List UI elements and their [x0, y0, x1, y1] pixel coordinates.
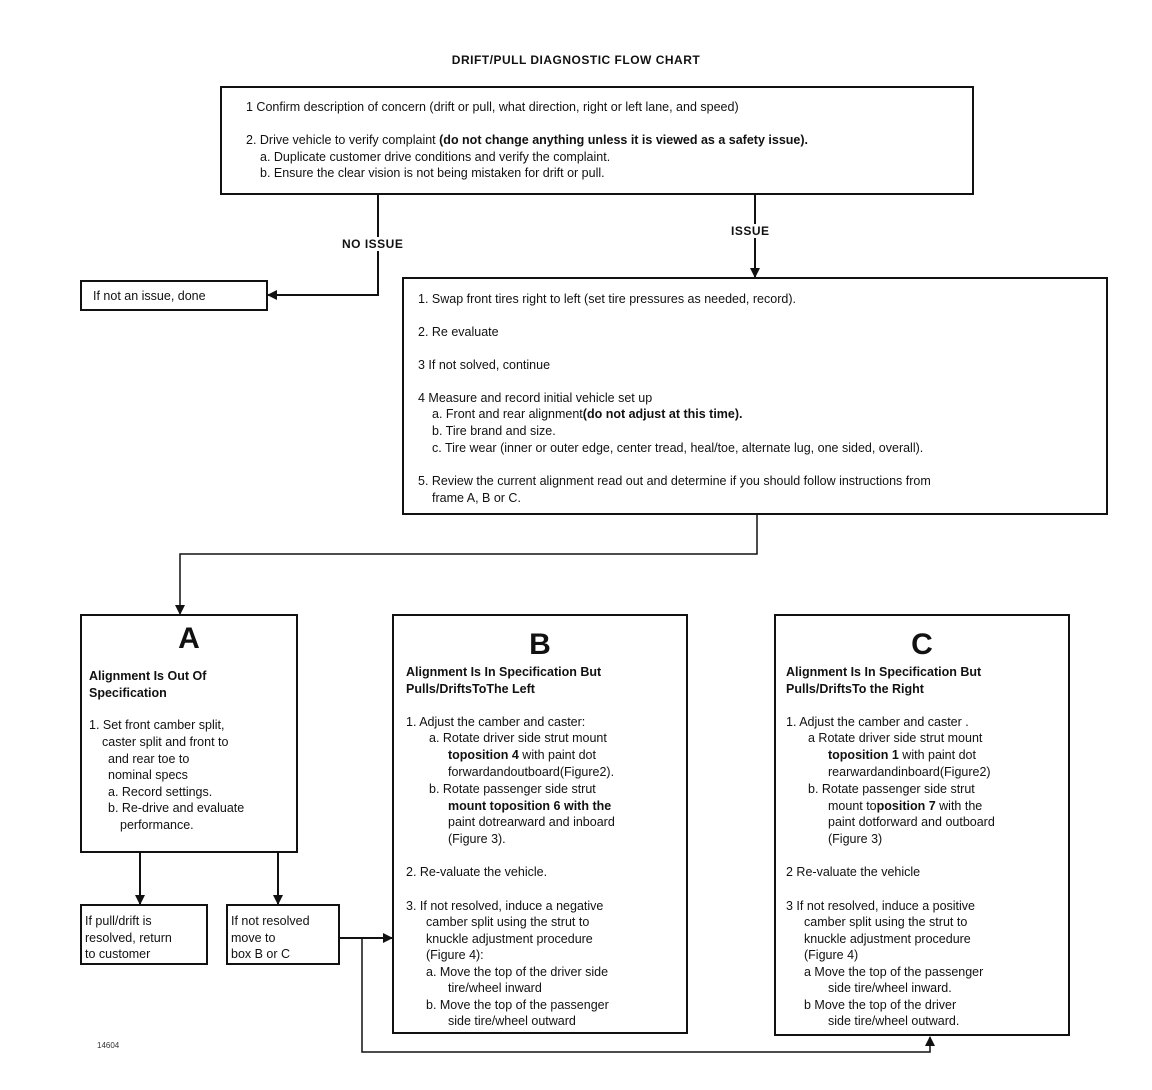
notresolved-to-c-connector — [361, 938, 935, 1053]
frame-c-heading-1: Alignment Is In Specification But — [786, 665, 982, 679]
step-2a-text: a. Duplicate customer drive conditions a… — [260, 150, 611, 164]
frame-c-letter: C — [911, 628, 933, 661]
frame-c-line-16: b Move the top of the driver — [804, 998, 957, 1012]
frame-c-line-9: 2 Re-valuate the vehicle — [786, 865, 921, 879]
frame-b-line-13: (Figure 4): — [426, 948, 484, 962]
issue-step-4a: a. Front and rear alignment(do not adjus… — [432, 407, 743, 421]
frame-c-line-1: 1. Adjust the camber and caster . — [786, 715, 969, 729]
frame-a-heading-2: Specification — [89, 686, 167, 700]
not-resolved-line-2: move to — [231, 931, 276, 945]
issue-steps-box: 1. Swap front tires right to left (set t… — [402, 277, 1108, 515]
not-resolved-box: If not resolved move to box B or C — [226, 904, 340, 965]
frame-a-line-5: a. Record settings. — [108, 785, 213, 799]
frame-b-line-16: b. Move the top of the passenger — [426, 998, 609, 1012]
frame-b-line-7: paint dotrearward and inboard — [448, 815, 615, 829]
frame-b-box: B Alignment Is In Specification But Pull… — [392, 614, 688, 1034]
figure-number: 14604 — [97, 1041, 120, 1050]
frame-b-line-9: 2. Re-valuate the vehicle. — [406, 865, 548, 879]
frame-c-line-8: (Figure 3) — [828, 832, 883, 846]
frame-c-line-15: side tire/wheel inward. — [828, 981, 952, 995]
issue-label: ISSUE — [729, 224, 772, 238]
resolved-line-3: to customer — [85, 947, 151, 961]
frame-b-line-8: (Figure 3). — [448, 832, 506, 846]
frame-c-line-10: 3 If not resolved, induce a positive — [786, 899, 976, 913]
frame-b-heading-2: Pulls/DriftsToThe Left — [406, 682, 535, 696]
frame-b-line-2: a. Rotate driver side strut mount — [429, 731, 607, 745]
frame-c-line-17: side tire/wheel outward. — [828, 1014, 960, 1028]
not-resolved-line-1: If not resolved — [231, 914, 310, 928]
no-issue-label: NO ISSUE — [340, 237, 406, 251]
frame-a-line-2: caster split and front to — [102, 735, 229, 749]
frame-c-box: C Alignment Is In Specification But Pull… — [774, 614, 1070, 1036]
frame-b-heading-1: Alignment Is In Specification But — [406, 665, 602, 679]
issue-step-5: 5. Review the current alignment read out… — [418, 474, 931, 488]
frame-b-line-11: camber split using the strut to — [426, 915, 590, 929]
frame-c-line-3: toposition 1 with paint dot — [828, 748, 976, 762]
frame-c-line-12: knuckle adjustment procedure — [804, 932, 971, 946]
issue-step-4b: b. Tire brand and size. — [432, 424, 556, 438]
issue-step-5-cont: frame A, B or C. — [432, 491, 521, 505]
issue-to-a-connector — [175, 514, 758, 615]
done-box: If not an issue, done — [80, 280, 268, 311]
issue-step-2: 2. Re evaluate — [418, 325, 499, 339]
confirm-concern-box: 1 Confirm description of concern (drift … — [220, 86, 974, 195]
frame-a-line-6: b. Re-drive and evaluate — [108, 801, 245, 815]
frame-a-heading-1: Alignment Is Out Of — [89, 669, 207, 683]
frame-b-line-3: toposition 4 with paint dot — [448, 748, 596, 762]
frame-c-line-13: (Figure 4) — [804, 948, 859, 962]
step-2-text: 2. Drive vehicle to verify complaint (do… — [246, 133, 808, 147]
resolved-line-2: resolved, return — [85, 931, 172, 945]
frame-c-line-6: mount toposition 7 with the — [828, 799, 983, 813]
frame-a-letter: A — [178, 622, 200, 655]
frame-a-line-1: 1. Set front camber split, — [89, 718, 225, 732]
frame-b-line-4: forwardandoutboard(Figure2). — [448, 765, 615, 779]
frame-b-line-12: knuckle adjustment procedure — [426, 932, 593, 946]
issue-step-4: 4 Measure and record initial vehicle set… — [418, 391, 653, 405]
frame-c-line-14: a Move the top of the passenger — [804, 965, 984, 979]
frame-c-line-2: a Rotate driver side strut mount — [808, 731, 983, 745]
frame-c-line-5: b. Rotate passenger side strut — [808, 782, 975, 796]
chart-title: DRIFT/PULL DIAGNOSTIC FLOW CHART — [451, 53, 701, 67]
frame-c-line-7: paint dotforward and outboard — [828, 815, 995, 829]
frame-b-line-5: b. Rotate passenger side strut — [429, 782, 596, 796]
resolved-box: If pull/drift is resolved, return to cus… — [80, 904, 208, 965]
frame-c-line-4: rearwardandinboard(Figure2) — [828, 765, 991, 779]
step-1-text: 1 Confirm description of concern (drift … — [246, 100, 739, 114]
frame-b-line-14: a. Move the top of the driver side — [426, 965, 609, 979]
step-2b-text: b. Ensure the clear vision is not being … — [260, 166, 605, 180]
frame-b-line-15: tire/wheel inward — [448, 981, 542, 995]
frame-a-line-7: performance. — [120, 818, 194, 832]
frame-c-heading-2: Pulls/DriftsTo the Right — [786, 682, 924, 696]
done-text: If not an issue, done — [93, 289, 206, 303]
frame-a-box: A Alignment Is Out Of Specification 1. S… — [80, 614, 298, 853]
issue-step-4c: c. Tire wear (inner or outer edge, cente… — [432, 441, 924, 455]
frame-b-line-10: 3. If not resolved, induce a negative — [406, 899, 604, 913]
frame-a-line-3: and rear toe to — [108, 752, 190, 766]
not-resolved-line-3: box B or C — [231, 947, 291, 961]
frame-b-line-17: side tire/wheel outward — [448, 1014, 576, 1028]
no-issue-connector — [267, 195, 379, 300]
issue-step-3: 3 If not solved, continue — [418, 358, 551, 372]
frame-b-line-1: 1. Adjust the camber and caster: — [406, 715, 586, 729]
issue-step-1: 1. Swap front tires right to left (set t… — [418, 292, 796, 306]
frame-b-line-6: mount toposition 6 with the — [448, 799, 612, 813]
resolved-line-1: If pull/drift is — [85, 914, 152, 928]
frame-c-line-11: camber split using the strut to — [804, 915, 968, 929]
frame-b-letter: B — [529, 628, 551, 661]
frame-a-line-4: nominal specs — [108, 768, 188, 782]
